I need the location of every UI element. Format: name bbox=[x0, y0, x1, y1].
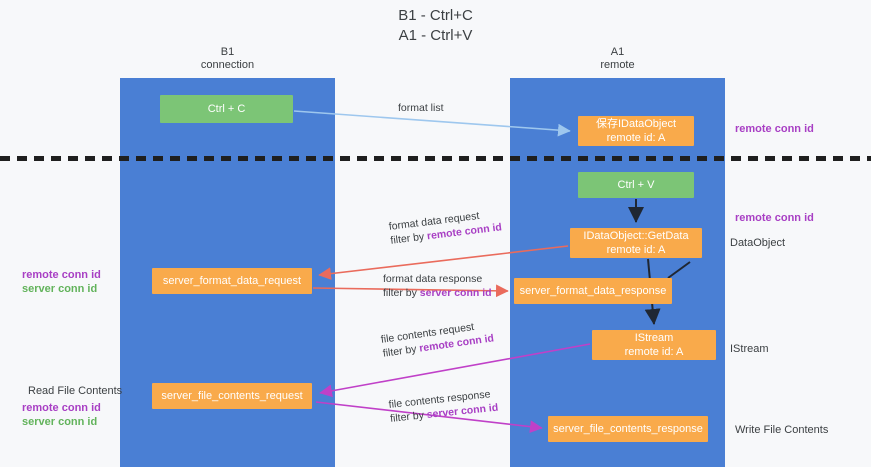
node-server-file-contents-request[interactable]: server_file_contents_request bbox=[152, 383, 312, 409]
key-conn-ids-middle-server: server conn id bbox=[22, 283, 98, 295]
lane-header-a1-name: A1 bbox=[610, 46, 625, 58]
title-line-2: A1 - Ctrl+V bbox=[398, 27, 473, 44]
key-conn-ids-lower: remote conn id server conn id bbox=[22, 401, 101, 429]
lane-header-a1-role: remote bbox=[600, 59, 635, 71]
node-idataobject-getdata-line1: IDataObject::GetData bbox=[583, 230, 689, 242]
key-remote-conn-id-top-label: remote conn id bbox=[735, 123, 814, 135]
node-server-format-data-response[interactable]: server_format_data_response bbox=[514, 278, 672, 304]
page-title: B1 - Ctrl+C A1 - Ctrl+V bbox=[0, 6, 871, 46]
node-server-format-data-request-label: server_format_data_request bbox=[162, 275, 302, 287]
node-ctrl-v[interactable]: Ctrl + V bbox=[578, 172, 694, 198]
node-server-file-contents-response-label: server_file_contents_response bbox=[553, 423, 703, 435]
node-idataobject-getdata-line2: remote id: A bbox=[606, 244, 666, 256]
side-label-dataobject: DataObject bbox=[730, 237, 786, 249]
node-istream-line1: IStream bbox=[634, 332, 674, 344]
lane-header-b1-name: B1 bbox=[220, 46, 235, 58]
edge-label-format-data-response-prefix: filter by bbox=[383, 287, 420, 299]
key-remote-conn-id-top: remote conn id bbox=[735, 122, 814, 136]
lane-header-b1-role: connection bbox=[200, 59, 255, 71]
node-server-file-contents-response[interactable]: server_file_contents_response bbox=[548, 416, 708, 442]
phase-divider bbox=[0, 156, 871, 161]
lane-header-a1: A1 remote bbox=[510, 46, 725, 72]
node-istream[interactable]: IStream remote id: A bbox=[592, 330, 716, 360]
node-save-idataobject-line1: 保存IDataObject bbox=[595, 118, 677, 130]
node-idataobject-getdata[interactable]: IDataObject::GetData remote id: A bbox=[570, 228, 702, 258]
edge-label-format-data-response: format data response filter by server co… bbox=[383, 272, 492, 300]
node-server-format-data-response-label: server_format_data_response bbox=[519, 285, 667, 297]
node-server-file-contents-request-label: server_file_contents_request bbox=[161, 390, 303, 402]
key-conn-ids-lower-server: server conn id bbox=[22, 416, 98, 428]
arrow-format-data-response bbox=[312, 284, 509, 298]
node-istream-line2: remote id: A bbox=[624, 346, 684, 358]
key-conn-ids-lower-remote: remote conn id bbox=[22, 402, 101, 414]
node-save-idataobject[interactable]: 保存IDataObject remote id: A bbox=[578, 116, 694, 146]
edge-label-format-data-response-line1: format data response bbox=[383, 273, 483, 285]
side-label-istream: IStream bbox=[730, 343, 769, 355]
edge-label-format-data-response-line2: filter by server conn id bbox=[383, 286, 492, 300]
arrow-format-data-request bbox=[318, 245, 569, 280]
node-save-idataobject-line2: remote id: A bbox=[606, 132, 666, 144]
lane-header-b1: B1 connection bbox=[120, 46, 335, 72]
edge-label-format-list: format list bbox=[398, 101, 444, 115]
node-ctrl-c-label: Ctrl + C bbox=[207, 103, 246, 115]
key-conn-ids-middle-remote: remote conn id bbox=[22, 269, 101, 281]
side-label-read-file-contents: Read File Contents bbox=[28, 385, 123, 397]
arrow-file-contents-request bbox=[319, 343, 591, 398]
edge-label-file-contents-response-prefix: filter by bbox=[389, 409, 428, 425]
key-conn-ids-middle: remote conn id server conn id bbox=[22, 268, 101, 296]
node-ctrl-c[interactable]: Ctrl + C bbox=[160, 95, 293, 123]
arrow-file-contents-response bbox=[315, 401, 543, 433]
side-label-write-file-contents: Write File Contents bbox=[735, 424, 829, 436]
edge-label-format-list-line1: format list bbox=[398, 102, 444, 114]
edge-label-format-data-response-key: server conn id bbox=[419, 287, 492, 299]
key-remote-conn-id-mid-label: remote conn id bbox=[735, 212, 814, 224]
key-remote-conn-id-mid: remote conn id bbox=[735, 211, 814, 225]
arrow-response-istream bbox=[667, 261, 691, 279]
title-line-1: B1 - Ctrl+C bbox=[398, 7, 473, 24]
node-ctrl-v-label: Ctrl + V bbox=[617, 179, 655, 191]
node-server-format-data-request[interactable]: server_format_data_request bbox=[152, 268, 312, 294]
arrow-format-list bbox=[293, 110, 571, 137]
